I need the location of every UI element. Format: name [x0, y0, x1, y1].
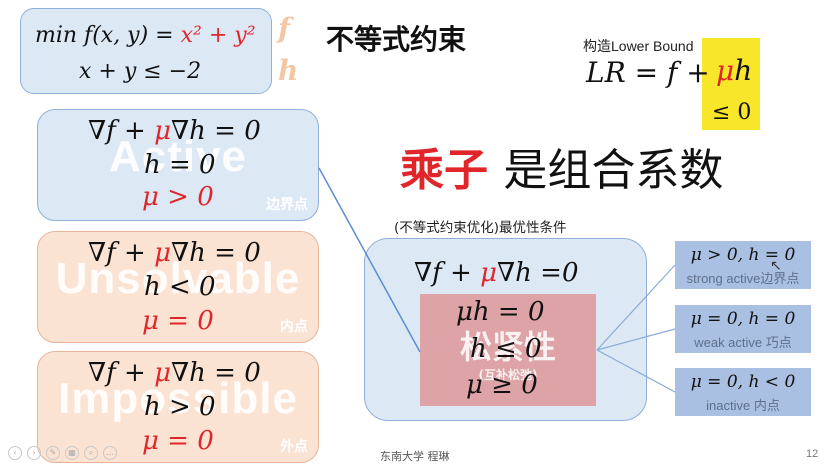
mouse-cursor-icon: ↖	[770, 258, 782, 274]
outcome-inactive: μ = 0, h < 0 inactive 内点	[675, 368, 811, 416]
outcome-formula: μ > 0, h = 0	[690, 245, 796, 265]
next-slide-icon[interactable]: ›	[27, 446, 41, 460]
case-eq1: ∇f + μ∇h = 0	[88, 358, 261, 388]
footer-text: 东南大学 程琳	[380, 450, 450, 463]
yellow-highlight	[702, 38, 760, 130]
case-unsolvable: Unsolvable ∇f + μ∇h = 0 h < 0 μ = 0 内点	[37, 231, 319, 343]
pen-icon[interactable]: ✎	[46, 446, 60, 460]
case-tag: 边界点	[266, 197, 308, 213]
connector-inactive	[596, 349, 676, 393]
headline-red: 乘子	[400, 145, 488, 196]
outcome-weak-active: μ = 0, h = 0 weak active 巧点	[675, 305, 811, 353]
objective-prefix: min f(x, y) =	[35, 23, 181, 48]
kkt-eq4: μ ≥ 0	[466, 370, 538, 400]
kkt-caption: (不等式约束优化)最优性条件	[394, 220, 567, 236]
problem-box: min f(x, y) = x² + y² x + y ≤ −2	[20, 8, 272, 94]
case-eq1: ∇f + μ∇h = 0	[88, 238, 261, 268]
case-eq2: h > 0	[144, 392, 216, 422]
outcome-caption: inactive 内点	[706, 398, 780, 413]
kkt-eq1: ∇f + μ∇h =0	[414, 258, 579, 288]
case-tag: 内点	[280, 319, 308, 335]
case-watermark: Unsolvable	[55, 254, 301, 303]
h-label: h	[278, 54, 299, 87]
case-impossible: Impossible ∇f + μ∇h = 0 h > 0 μ = 0 外点	[37, 351, 319, 463]
lower-bound-formula: LR = f +	[586, 56, 710, 89]
case-eq3: μ = 0	[142, 306, 214, 336]
case-watermark: Active	[108, 132, 248, 181]
case-eq2: h < 0	[144, 272, 216, 302]
lower-bound-le-zero: ≤ 0	[712, 100, 752, 125]
headline: 乘子 是组合系数	[400, 134, 723, 198]
lower-bound-caption: 构造Lower Bound	[583, 38, 694, 54]
more-options-icon[interactable]: …	[103, 446, 117, 460]
outcome-strong-active: μ > 0, h = 0 strong active边界点	[675, 241, 811, 289]
title-inequality: 不等式约束	[326, 23, 467, 56]
prev-slide-icon[interactable]: ‹	[8, 446, 22, 460]
zoom-icon[interactable]: ⌕	[84, 446, 98, 460]
kkt-eq2: μh = 0	[456, 297, 545, 327]
lower-bound-mu-h: μh	[716, 54, 753, 87]
connector-strong	[596, 264, 676, 351]
connector-weak	[596, 328, 676, 351]
objective-red: x² + y²	[180, 23, 256, 48]
slide-toolbar: ‹ › ✎ ▦ ⌕ …	[8, 446, 117, 460]
outcome-caption: weak active 巧点	[694, 335, 792, 350]
constraint-line: x + y ≤ −2	[79, 59, 202, 84]
case-eq2: h = 0	[144, 150, 216, 180]
outcome-formula: μ = 0, h = 0	[690, 309, 796, 329]
case-watermark: Impossible	[58, 374, 298, 423]
slides-grid-icon[interactable]: ▦	[65, 446, 79, 460]
kkt-eq3: h ≤ 0	[470, 334, 542, 364]
complementary-slackness-box	[420, 294, 596, 406]
case-tag: 外点	[280, 439, 308, 455]
case-eq3: μ = 0	[142, 426, 214, 456]
headline-black: 是组合系数	[503, 145, 724, 196]
complementary-slackness-sub: (互补松弛)	[478, 368, 538, 382]
outcome-formula: μ = 0, h < 0	[690, 372, 796, 392]
case-eq1: ∇f + μ∇h = 0	[88, 116, 261, 146]
complementary-slackness-title: 松紧性	[459, 328, 556, 366]
connector-active-to-kkt	[318, 167, 421, 353]
case-active: Active ∇f + μ∇h = 0 h = 0 μ > 0 边界点	[37, 109, 319, 221]
f-label: f	[278, 12, 291, 45]
case-eq3: μ > 0	[142, 182, 214, 212]
page-number: 12	[806, 448, 819, 460]
objective-line: min f(x, y) = x² + y²	[35, 23, 256, 48]
outcome-caption: strong active边界点	[686, 271, 800, 286]
